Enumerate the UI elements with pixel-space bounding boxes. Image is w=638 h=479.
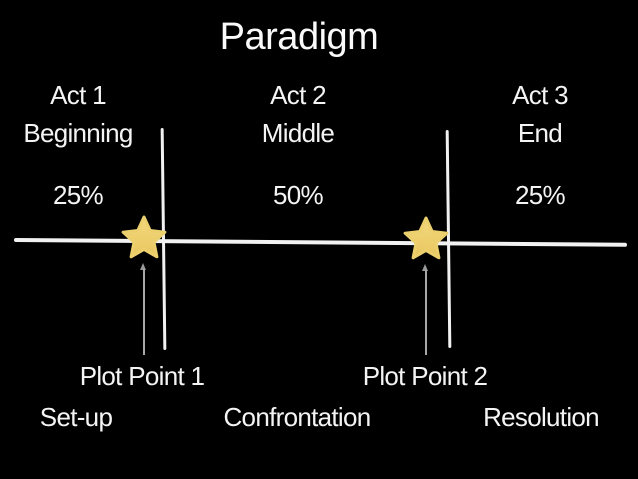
slide-title: Paradigm [219,16,379,58]
stage-confrontation-label: Confrontation [223,402,371,432]
plot-point-2-star-icon [403,216,449,260]
plot-point-1-star-icon [121,215,167,259]
act3-percent: 25% [515,180,566,210]
act1-percent: 25% [53,180,104,210]
stage-resolution-label: Resolution [483,402,600,432]
stage-setup-label: Set-up [39,402,113,432]
act1-phase: Beginning [23,118,133,148]
arrow-head [140,263,146,270]
plot-point-1-arrow-up-icon [139,263,148,355]
act3-label: Act 3 [512,80,568,110]
act1-label: Act 1 [50,80,106,110]
act2-label: Act 2 [270,80,326,110]
act3-phase: End [517,118,563,148]
arrow-shaft [425,270,427,355]
plot-point-2-label: Plot Point 2 [362,361,488,391]
plot-point-1-label: Plot Point 1 [79,361,205,391]
arrow-head [422,264,428,271]
act2-percent: 50% [273,180,324,210]
timeline-line [13,238,627,247]
plot-point-2-arrow-up-icon [421,264,430,355]
act2-phase: Middle [261,118,335,148]
arrow-shaft [143,269,145,355]
